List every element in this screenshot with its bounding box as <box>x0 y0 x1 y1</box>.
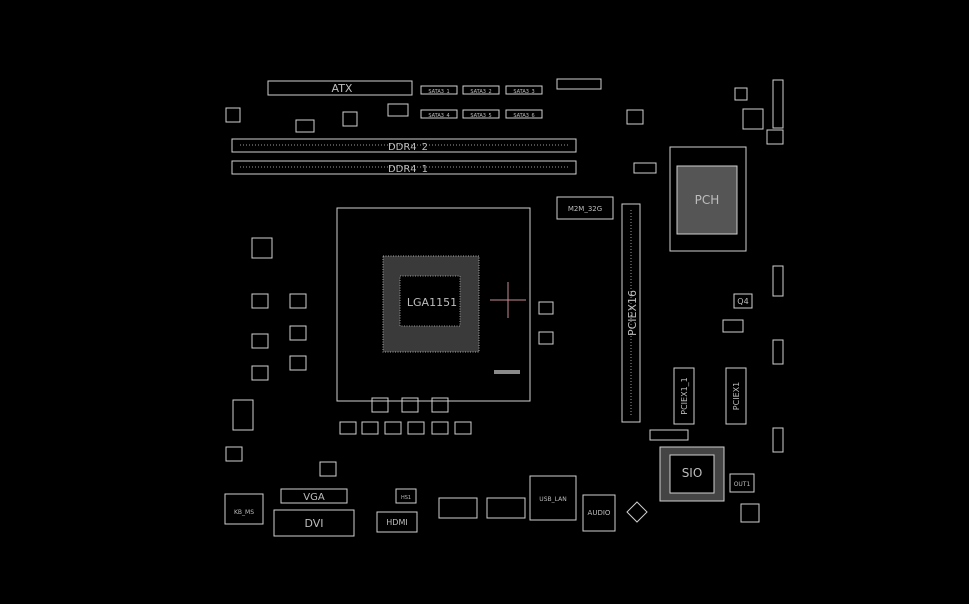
ddr4-1-label: DDR4_1 <box>388 164 428 175</box>
audio-label: AUDIO <box>588 509 611 517</box>
hs1-label: HS1 <box>401 495 411 501</box>
pciex1-slots: PCIEX1_1 PCIEX1 <box>673 367 747 425</box>
hdmi-label: HDMI <box>386 518 407 527</box>
out1-label: OUT1 <box>734 481 751 488</box>
pch-label: PCH <box>695 193 720 207</box>
vga-label: VGA <box>303 492 325 503</box>
sata-connectors: SATA3_1 SATA3_2 SATA3_3 SATA3_4 SATA3_5 … <box>420 85 543 119</box>
dvi-label: DVI <box>304 517 323 530</box>
small-components <box>225 78 784 523</box>
pciex1-1-label: PCIEX1_1 <box>680 377 689 414</box>
ddr4-slot-1: DDR4_1 <box>231 160 577 175</box>
m2-label: M2M_32G <box>568 205 602 213</box>
sio-chip: SIO <box>659 446 725 502</box>
sata-2-label: SATA3_2 <box>470 89 491 95</box>
socket-label: LGA1151 <box>407 296 457 309</box>
pch-chip: PCH <box>669 146 747 252</box>
pciex1-2-label: PCIEX1 <box>732 382 741 410</box>
q4-label: Q4 <box>737 297 748 306</box>
out1-component: OUT1 <box>729 473 755 493</box>
sata-4-label: SATA3_4 <box>428 113 449 119</box>
usb-lan-label: USB_LAN <box>539 496 566 503</box>
ddr4-2-label: DDR4_2 <box>388 142 428 153</box>
q4-component: Q4 <box>733 293 753 309</box>
cpu-socket: LGA1151 <box>336 207 531 402</box>
atx-connector: ATX <box>267 80 413 96</box>
ddr4-slot-2: DDR4_2 <box>231 138 577 153</box>
pciex16-label: PCIEX16 <box>626 290 639 336</box>
pciex16-slot: PCIEX16 <box>621 203 641 423</box>
sata-1-label: SATA3_1 <box>428 89 449 95</box>
sata-3-label: SATA3_3 <box>513 89 534 95</box>
vrm-components <box>232 237 472 435</box>
sata-6-label: SATA3_6 <box>513 113 534 119</box>
sio-label: SIO <box>682 466 703 480</box>
kb-ms-label: KB_MS <box>234 509 254 516</box>
rear-io: KB_MS VGA DVI HS1 HDMI USB_LAN AUDIO <box>224 475 648 537</box>
atx-label: ATX <box>332 82 353 95</box>
m2-slot: M2M_32G <box>556 196 614 220</box>
sata-5-label: SATA3_5 <box>470 113 491 119</box>
